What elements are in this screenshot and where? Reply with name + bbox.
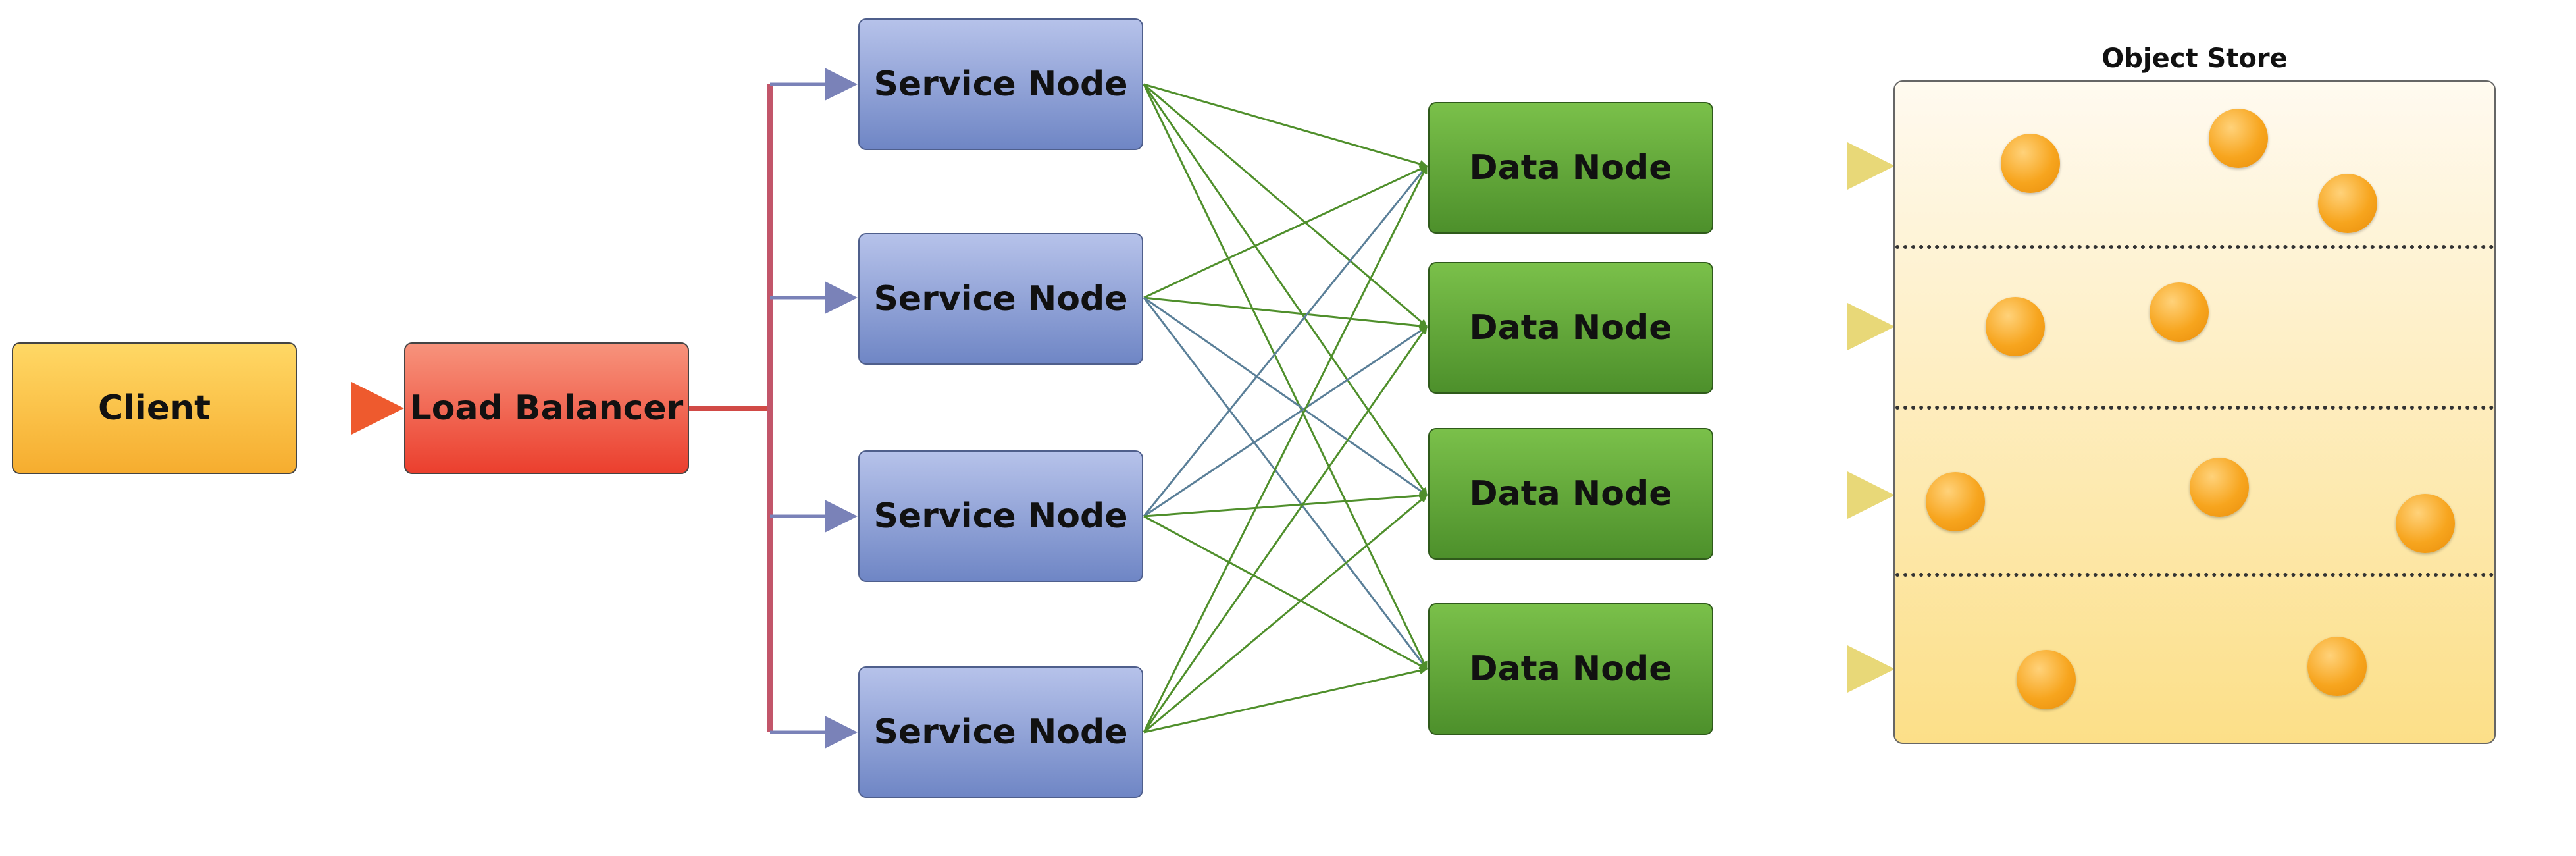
service-node-label: Service Node: [873, 496, 1128, 536]
service-1-to-data-3-link: [1143, 84, 1428, 496]
data-node-1: Data Node: [1428, 102, 1713, 234]
service-node-label: Service Node: [873, 65, 1128, 104]
data-node-2: Data Node: [1428, 262, 1713, 394]
service-node-label: Service Node: [873, 279, 1128, 319]
object-icon: [2396, 494, 2455, 553]
data-node-label: Data Node: [1469, 474, 1672, 514]
service-node-4: Service Node: [858, 666, 1143, 798]
object-store-divider: [1895, 573, 2494, 577]
object-store-divider: [1895, 406, 2494, 410]
load-balancer-label: Load Balancer: [409, 388, 684, 428]
object-icon: [1986, 297, 2045, 356]
object-store-divider: [1895, 245, 2494, 249]
object-icon: [2307, 637, 2367, 696]
service-1-to-data-2-link: [1143, 83, 1428, 328]
object-store: [1893, 80, 2496, 744]
service-4-to-data-4-link: [1143, 666, 1428, 734]
service-node-1: Service Node: [858, 18, 1143, 150]
service-4-to-data-3-link: [1143, 494, 1428, 734]
load-balancer-node: Load Balancer: [404, 342, 689, 474]
object-icon: [2190, 458, 2249, 517]
service-data-mesh: [1143, 83, 1428, 734]
data-node-label: Data Node: [1469, 308, 1672, 348]
data-node-4: Data Node: [1428, 603, 1713, 735]
object-icon: [1926, 472, 1985, 531]
data-node-label: Data Node: [1469, 649, 1672, 689]
service-node-label: Service Node: [873, 712, 1128, 752]
service-2-to-data-4-link: [1143, 297, 1428, 670]
service-3-to-data-4-link: [1143, 515, 1428, 670]
data-node-label: Data Node: [1469, 148, 1672, 188]
service-3-to-data-3-link: [1143, 491, 1428, 518]
service-4-to-data-2-link: [1143, 326, 1428, 733]
service-1-to-data-4-link: [1143, 84, 1428, 670]
service-2-to-data-2-link: [1143, 296, 1428, 330]
service-1-to-data-1-link: [1143, 83, 1428, 168]
object-icon: [2209, 109, 2268, 168]
object-icon: [2017, 650, 2076, 709]
service-2-to-data-1-link: [1143, 165, 1428, 299]
object-icon: [2001, 134, 2060, 193]
service-node-2: Service Node: [858, 233, 1143, 365]
service-3-to-data-2-link: [1143, 325, 1428, 518]
object-icon: [2150, 282, 2209, 342]
client-label: Client: [98, 388, 211, 428]
object-icon: [2318, 174, 2377, 233]
service-node-3: Service Node: [858, 450, 1143, 582]
service-4-to-data-1-link: [1143, 165, 1428, 733]
service-2-to-data-3-link: [1143, 296, 1428, 496]
data-node-3: Data Node: [1428, 428, 1713, 560]
service-3-to-data-1-link: [1143, 165, 1428, 517]
object-store-title: Object Store: [2101, 43, 2288, 74]
client-node: Client: [12, 342, 297, 474]
